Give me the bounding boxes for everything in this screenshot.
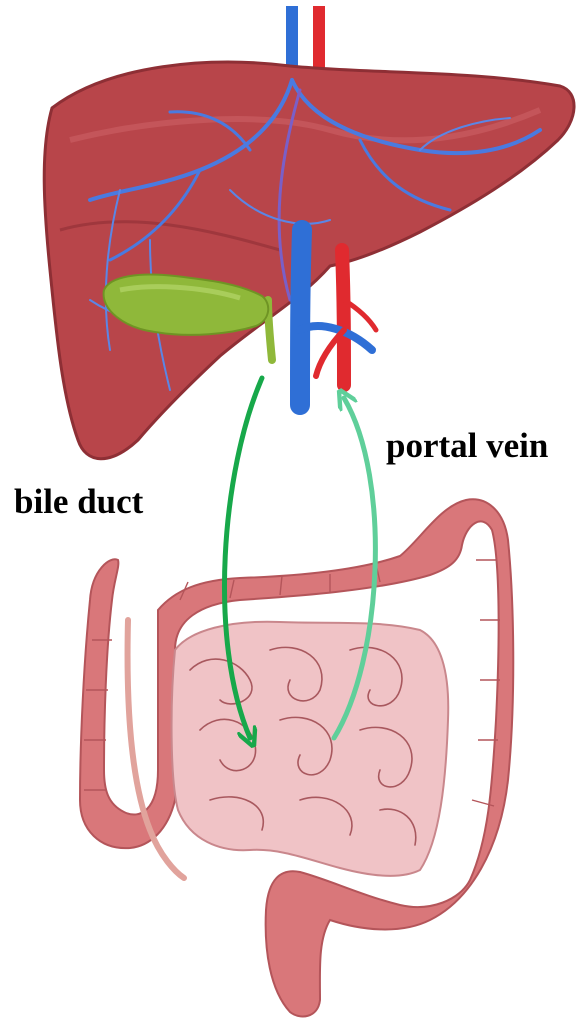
bile-duct-label: bile duct bbox=[14, 484, 143, 519]
liver bbox=[44, 6, 574, 459]
small-intestine bbox=[172, 622, 449, 876]
intestines bbox=[80, 499, 513, 1016]
portal-vein-label: portal vein bbox=[386, 428, 548, 463]
